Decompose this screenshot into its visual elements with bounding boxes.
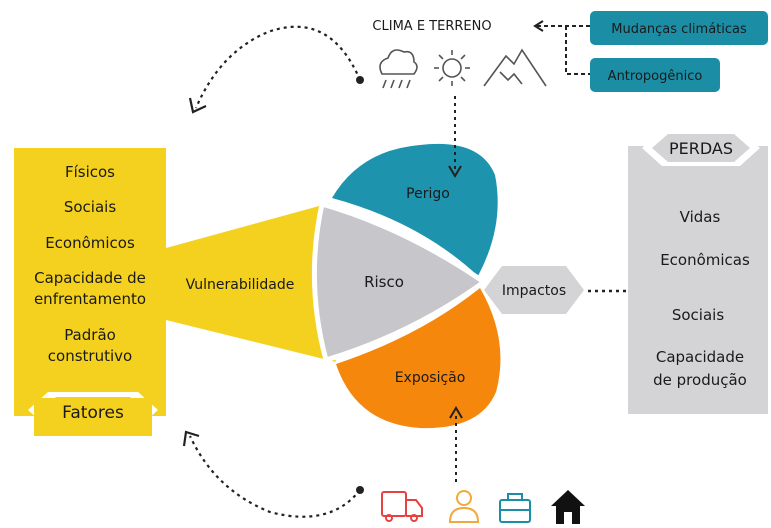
factors-item-4: Capacidade de	[34, 269, 146, 287]
losses-item-4: Capacidade	[656, 348, 744, 366]
factors-footer: Fatores	[62, 403, 124, 423]
losses-item-3: Sociais	[672, 306, 724, 324]
driver-anthropogenic: Antropogênico	[590, 58, 720, 92]
driver-climate-change-label: Mudanças climáticas	[611, 22, 747, 37]
factors-item-3: Econômicos	[45, 234, 135, 252]
person-icon	[448, 490, 480, 523]
risk-center: Risco	[311, 201, 487, 363]
sun-icon	[434, 50, 470, 86]
climate-terrain-header: CLIMA E TERRENO	[372, 19, 590, 75]
truck-icon	[381, 491, 423, 522]
climate-to-factors-arrow	[188, 25, 364, 114]
hazard-petal: Perigo	[332, 143, 498, 276]
losses-panel: PERDAS Vidas Econômicas Sociais Capacida…	[628, 130, 768, 414]
climate-title: CLIMA E TERRENO	[372, 19, 491, 34]
factors-item-2: Sociais	[64, 198, 116, 216]
losses-title: PERDAS	[669, 139, 733, 158]
exposure-to-factors-arrow	[182, 430, 364, 518]
icons-to-exposure-arrow	[449, 406, 463, 482]
losses-item-2: Econômicas	[660, 251, 750, 269]
impacts-label: Impactos	[502, 283, 566, 299]
house-icon	[551, 490, 585, 524]
losses-item-5: de produção	[653, 371, 747, 389]
factors-item-1: Físicos	[65, 163, 115, 181]
factors-item-6: Padrão	[64, 326, 116, 344]
briefcase-icon	[499, 493, 531, 523]
cloud-rain-icon	[379, 49, 418, 89]
climate-to-hazard-arrow	[448, 96, 462, 178]
vulnerability-wedge: Vulnerabilidade	[166, 203, 336, 362]
factors-item-7: construtivo	[48, 347, 132, 365]
losses-item-1: Vidas	[680, 208, 721, 226]
exposure-label: Exposição	[395, 370, 466, 386]
driver-anthropogenic-label: Antropogênico	[608, 69, 703, 84]
driver-climate-change: Mudanças climáticas	[590, 11, 768, 45]
exposure-petal: Exposição	[336, 288, 501, 429]
hazard-label: Perigo	[406, 186, 450, 202]
risk-label: Risco	[364, 273, 404, 291]
impacts-badge: Impactos	[484, 266, 584, 314]
mountain-icon	[483, 48, 547, 87]
factors-panel: Físicos Sociais Econômicos Capacidade de…	[14, 148, 166, 436]
vulnerability-label: Vulnerabilidade	[186, 277, 295, 293]
factors-item-5: enfrentamento	[34, 290, 146, 308]
